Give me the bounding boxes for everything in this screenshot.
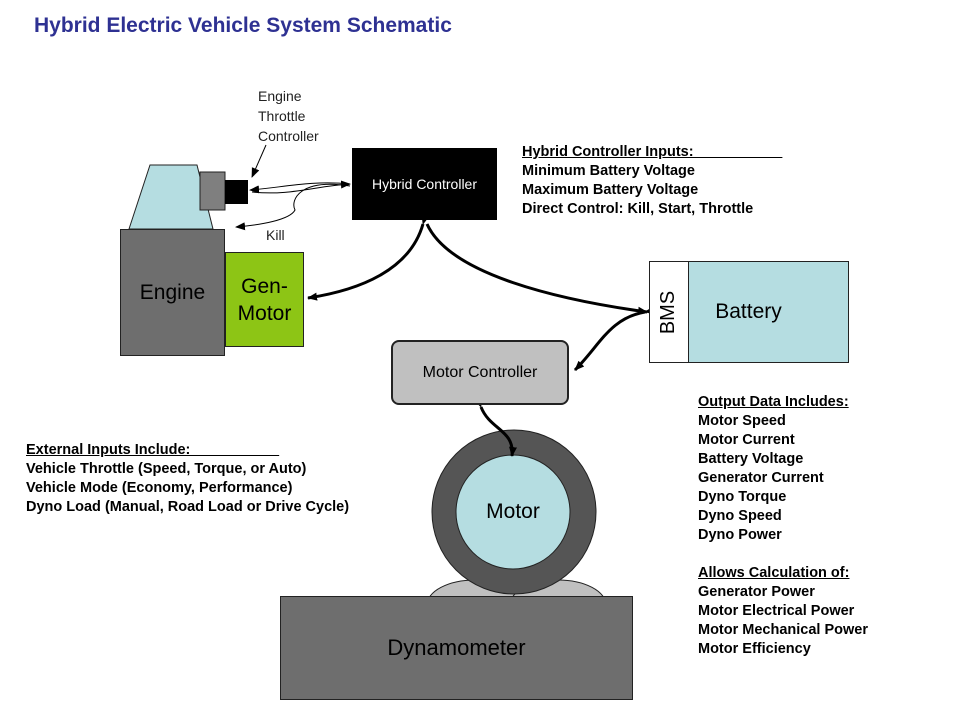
hybrid-battery-link bbox=[425, 223, 648, 315]
throttle-controller-label-line2: Throttle bbox=[258, 108, 306, 124]
throttle-actuator-head bbox=[225, 180, 248, 204]
gen-motor-block: Gen- Motor bbox=[225, 252, 304, 347]
motorctl-motor-link bbox=[473, 397, 517, 457]
throttle-controller-label-line3: Controller bbox=[258, 128, 319, 144]
battery-block: Battery bbox=[688, 261, 849, 363]
calculations-heading: Allows Calculation of: bbox=[698, 565, 850, 581]
output-data-item: Battery Voltage bbox=[698, 451, 804, 467]
dynamometer-block: Dynamometer bbox=[280, 596, 633, 700]
battery-motorctl-link bbox=[573, 306, 655, 372]
output-data-item: Motor Speed bbox=[698, 413, 786, 429]
calculation-item: Motor Efficiency bbox=[698, 641, 811, 657]
hybrid-to-throttle-arrow bbox=[249, 182, 351, 194]
hybrid-input-item: Direct Control: Kill, Start, Throttle bbox=[522, 201, 754, 217]
external-input-item: Vehicle Throttle (Speed, Torque, or Auto… bbox=[26, 461, 307, 477]
hybrid-inputs-block: Hybrid Controller Inputs:___________ Min… bbox=[522, 143, 782, 219]
output-data-item: Dyno Speed bbox=[698, 508, 782, 524]
dynamometer-label: Dynamometer bbox=[387, 635, 526, 660]
hybrid-inputs-heading: Hybrid Controller Inputs:___________ bbox=[522, 144, 783, 160]
calculation-item: Motor Electrical Power bbox=[698, 603, 855, 619]
engine-block: Engine bbox=[120, 229, 225, 356]
engine-label: Engine bbox=[139, 280, 206, 304]
output-data-item: Dyno Torque bbox=[698, 489, 787, 505]
hybrid-input-item: Minimum Battery Voltage bbox=[522, 163, 695, 179]
external-input-item: Dyno Load (Manual, Road Load or Drive Cy… bbox=[26, 499, 350, 515]
output-data-heading: Output Data Includes: bbox=[698, 394, 849, 410]
hybrid-controller-block: Hybrid Controller bbox=[352, 148, 497, 220]
bms-block: BMS bbox=[649, 261, 689, 363]
calculation-item: Motor Mechanical Power bbox=[698, 622, 869, 638]
kill-arrow bbox=[235, 183, 351, 231]
kill-label: Kill bbox=[266, 227, 285, 243]
motor-controller-label: Motor Controller bbox=[422, 363, 538, 381]
throttle-label-pointer bbox=[251, 144, 267, 178]
motor-label-wrap: Motor bbox=[456, 490, 570, 534]
hybrid-genmotor-link bbox=[307, 214, 430, 301]
motor-label: Motor bbox=[486, 500, 540, 523]
hybrid-input-item: Maximum Battery Voltage bbox=[522, 182, 699, 198]
external-inputs-heading: External Inputs Include:___________ bbox=[26, 442, 280, 458]
output-data-block: Output Data Includes: Motor Speed Motor … bbox=[698, 393, 868, 659]
page-title: Hybrid Electric Vehicle System Schematic bbox=[34, 14, 452, 37]
output-data-item: Dyno Power bbox=[698, 527, 782, 543]
throttle-actuator-body bbox=[199, 171, 226, 211]
motor-controller-block: Motor Controller bbox=[391, 340, 569, 405]
hybrid-controller-label: Hybrid Controller bbox=[371, 176, 478, 192]
throttle-controller-label-line1: Engine bbox=[258, 88, 302, 104]
throttle-controller-label: Engine Throttle Controller bbox=[258, 86, 319, 146]
gen-motor-label-line1: Gen- bbox=[241, 274, 288, 298]
calculation-item: Generator Power bbox=[698, 584, 815, 600]
battery-label: Battery bbox=[715, 300, 782, 323]
output-data-item: Motor Current bbox=[698, 432, 795, 448]
bms-label: BMS bbox=[657, 290, 680, 334]
external-input-item: Vehicle Mode (Economy, Performance) bbox=[26, 480, 293, 496]
output-data-item: Generator Current bbox=[698, 470, 824, 486]
gen-motor-label-line2: Motor bbox=[237, 301, 292, 325]
external-inputs-block: External Inputs Include:___________ Vehi… bbox=[26, 441, 349, 517]
